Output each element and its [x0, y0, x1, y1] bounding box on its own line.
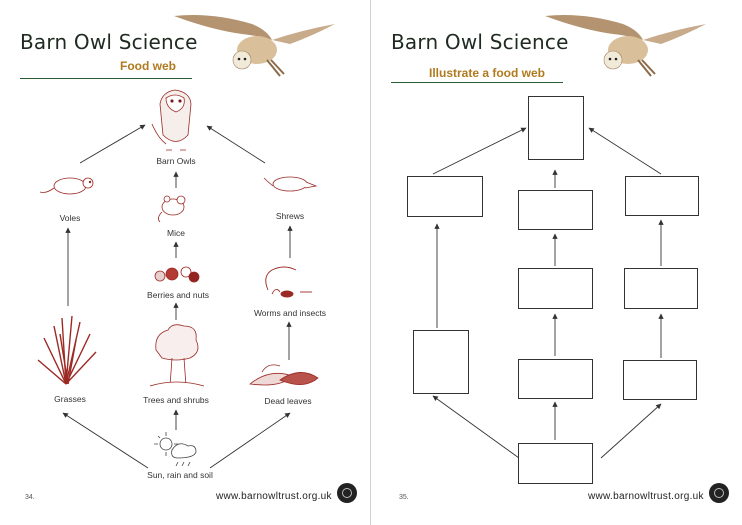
- blank-box-left-lower[interactable]: [413, 330, 469, 394]
- page-illustrate-food-web: Barn Owl Science Illustrate a food web: [371, 0, 742, 525]
- node-label-barn-owls: Barn Owls: [156, 156, 196, 166]
- blank-box-top[interactable]: [528, 96, 584, 160]
- barn-owl-flying-illustration: [545, 15, 706, 77]
- arrow-shrews-to-barn-owls: [206, 125, 266, 164]
- node-label-dead-leaves: Dead leaves: [264, 396, 312, 406]
- node-label-trees-and-shrubs: Trees and shrubs: [143, 395, 209, 405]
- blank-box-left-upper[interactable]: [407, 176, 483, 217]
- node-label-grasses: Grasses: [54, 394, 86, 404]
- title-rule: [20, 78, 192, 79]
- page-title: Barn Owl Science: [391, 30, 569, 54]
- blank-food-web-arrows: [432, 127, 664, 459]
- page-subtitle: Food web: [120, 59, 176, 73]
- node-label-shrews: Shrews: [275, 211, 305, 221]
- page-number: 34.: [25, 494, 35, 501]
- arrow-voles-to-barn-owls: [79, 124, 146, 164]
- worms-and-insects-illustration: [265, 266, 312, 298]
- page-number: 35.: [399, 494, 409, 501]
- mouse-illustration: [158, 195, 186, 223]
- arrow-sun-to-grasses: [62, 412, 149, 469]
- barn-owl-flying-illustration: [174, 15, 335, 77]
- blank-box-right-upper[interactable]: [625, 176, 699, 216]
- blank-box-right-lower[interactable]: [623, 360, 697, 400]
- berries-and-nuts-illustration: [154, 266, 200, 283]
- vole-illustration: [39, 177, 94, 195]
- barn-owl-standing-illustration: [151, 89, 192, 151]
- shrew-illustration: [263, 176, 318, 192]
- page-title: Barn Owl Science: [20, 30, 198, 54]
- node-label-voles: Voles: [59, 213, 81, 223]
- node-label-berries-and-nuts: Berries and nuts: [147, 290, 209, 300]
- food-web-diagram: [37, 89, 319, 469]
- dead-leaves-illustration: [249, 364, 319, 386]
- node-label-worms-and-insects: Worms and insects: [253, 308, 327, 318]
- page-subtitle: Illustrate a food web: [429, 66, 546, 80]
- page-divider: [370, 0, 371, 525]
- arrow-sun-to-leaves: [209, 412, 291, 469]
- trees-and-shrubs-illustration: [149, 324, 205, 387]
- website-url: www.barnowltrust.org.uk: [216, 491, 332, 502]
- sun-rain-soil-illustration: [154, 432, 197, 467]
- node-label-sun-rain-and-soil: Sun, rain and soil: [147, 470, 213, 480]
- blank-box-center-middle[interactable]: [518, 268, 593, 309]
- blank-box-center-upper[interactable]: [518, 190, 593, 230]
- title-rule: [391, 82, 563, 83]
- blank-box-center-lower[interactable]: [518, 359, 593, 399]
- blank-box-right-middle[interactable]: [624, 268, 698, 309]
- barn-owl-trust-logo-icon: [337, 483, 357, 503]
- page-food-web: Barn Owl Science Food web: [20, 15, 357, 503]
- grasses-illustration: [37, 315, 97, 385]
- blank-box-bottom[interactable]: [518, 443, 593, 484]
- node-label-mice: Mice: [167, 228, 185, 238]
- website-url: www.barnowltrust.org.uk: [588, 491, 704, 502]
- barn-owl-trust-logo-icon: [709, 483, 729, 503]
